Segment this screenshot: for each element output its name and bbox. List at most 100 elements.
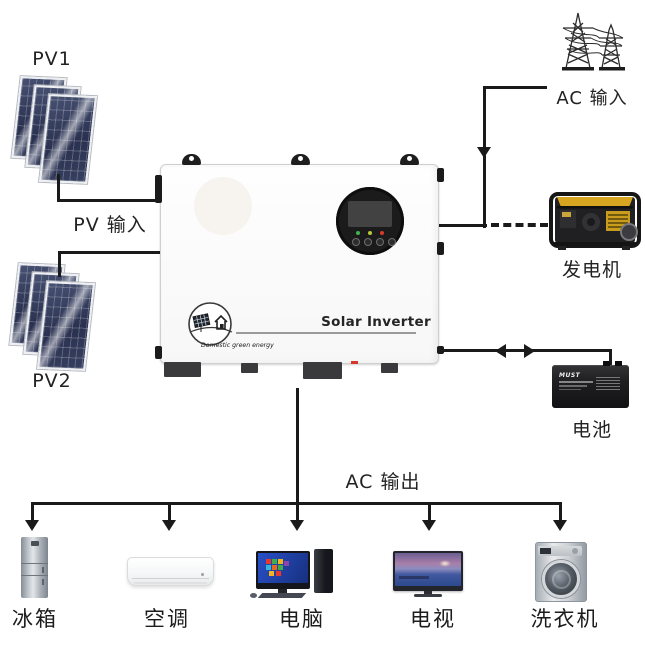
battery-label-area: MUST [559, 373, 605, 390]
solar-panel-icon [39, 94, 97, 184]
computer-label: 电脑 [279, 607, 325, 631]
windows-tiles [266, 559, 271, 564]
mounting-tab-icon [291, 154, 310, 165]
fridge-door-line [21, 563, 48, 564]
tv-label: 电视 [410, 607, 456, 631]
pv1-wire [57, 174, 60, 202]
ac-vent-line [132, 578, 209, 579]
washing-machine-icon [535, 542, 587, 602]
drop-wire [31, 502, 34, 522]
arrow-down-icon [25, 520, 39, 531]
battery-spec-lines [596, 375, 620, 390]
fridge-display [31, 541, 39, 546]
side-bracket [155, 346, 162, 359]
logo-text: Domestic green energy [201, 341, 274, 349]
pc-screen [258, 553, 308, 583]
fridge-label: 冰箱 [12, 607, 58, 631]
display-button [376, 238, 384, 246]
washer-door [542, 560, 580, 598]
pv-input-label: PV 输入 [73, 214, 147, 236]
ac-output-label: AC 输出 [345, 471, 421, 493]
generator-dashed-wire [491, 223, 548, 227]
generator-label: 发电机 [561, 259, 622, 281]
watermark-circle [194, 177, 252, 235]
solar-panel-icon [37, 281, 95, 371]
pc-keyboard [257, 593, 307, 598]
ac-input-label: AC 输入 [556, 88, 628, 109]
battery-icon: MUST [552, 361, 629, 408]
power-grid-towers-icon [562, 12, 625, 71]
terminal-block [241, 363, 258, 373]
pc-mouse [250, 593, 257, 598]
arrow-down-icon [553, 520, 567, 531]
battery-label: 电池 [571, 419, 612, 441]
battery-label-line [559, 381, 593, 383]
inverter-title: Solar Inverter [321, 314, 431, 330]
terminal-block [381, 363, 398, 373]
fridge-handle [42, 567, 44, 573]
pv1-panels-icon [11, 76, 110, 184]
logo-solar-panel-icon [192, 313, 211, 329]
ac-output-wire [296, 388, 299, 505]
terminal-block [303, 362, 342, 379]
logo-house-icon [214, 314, 228, 330]
status-led-yellow [368, 231, 372, 235]
pc-stand [278, 589, 287, 593]
battery-label-line [559, 388, 581, 390]
solar-inverter: Domestic green energy Solar Inverter [155, 154, 444, 379]
ac-input-wire [484, 86, 547, 89]
pc-monitor [256, 551, 310, 589]
generator-icon [549, 192, 641, 250]
washer-control-panel [538, 546, 582, 556]
pv2-panels-icon [9, 263, 108, 371]
battery-label-line [559, 385, 587, 387]
washer-display [540, 548, 551, 554]
battery-wire [609, 349, 612, 368]
mounting-tab-icon [400, 154, 419, 165]
warning-sticker [351, 361, 358, 364]
washing-machine-label: 洗衣机 [530, 607, 600, 631]
pv2-wire [58, 251, 162, 254]
side-bracket [155, 175, 162, 203]
arrow-right-icon [524, 344, 535, 358]
pv1-label: PV1 [32, 48, 72, 70]
computer-icon [250, 549, 340, 599]
drop-wire [428, 502, 431, 522]
title-underline [236, 332, 416, 334]
arrow-down-icon [477, 147, 491, 158]
brand-logo: Domestic green energy [188, 302, 274, 349]
side-bracket [437, 346, 444, 354]
inverter-ac-wire [438, 224, 487, 227]
display-button [352, 238, 360, 246]
arrow-down-icon [290, 520, 304, 531]
fridge-handle [42, 579, 44, 585]
washer-knob [572, 548, 578, 554]
lcd-display [336, 187, 404, 255]
terminal-block [164, 362, 201, 377]
lcd-screen [348, 201, 392, 227]
air-conditioner-label: 空调 [144, 607, 190, 631]
tv-frame [393, 551, 463, 591]
pv2-label: PV2 [32, 370, 72, 392]
fridge-door-line [21, 575, 48, 576]
tv-stand [424, 591, 432, 594]
display-button [364, 238, 372, 246]
arrow-down-icon [162, 520, 176, 531]
tv-screen [395, 553, 461, 586]
pc-tower [314, 549, 333, 593]
pv1-wire [57, 199, 162, 202]
pv2-wire [58, 251, 61, 277]
mounting-tab-icon [182, 154, 201, 165]
arrow-left-icon [495, 344, 506, 358]
air-conditioner-icon [127, 557, 214, 586]
fridge-icon [21, 537, 48, 598]
battery-brand: MUST [559, 372, 581, 379]
side-bracket [437, 242, 444, 255]
tv-icon [393, 551, 463, 597]
drop-wire [296, 502, 299, 522]
status-led-red [380, 231, 384, 235]
ac-indicator [201, 573, 204, 576]
display-button [388, 238, 396, 246]
drop-wire [168, 502, 171, 522]
drop-wire [559, 502, 562, 522]
